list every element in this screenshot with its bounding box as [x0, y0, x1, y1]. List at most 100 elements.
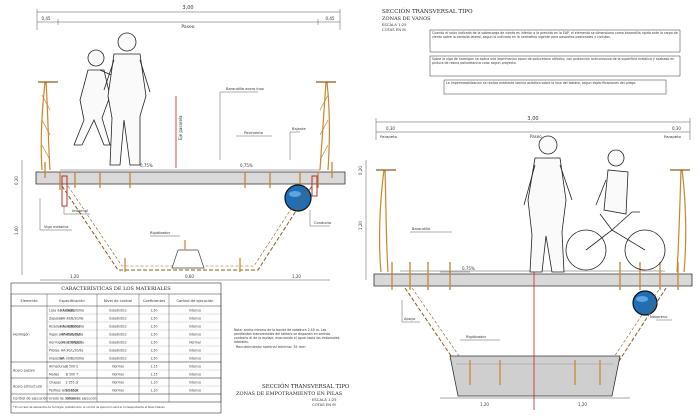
table-cell: S 355 J2	[65, 381, 78, 385]
rs-callout-top: Barandilla	[412, 227, 430, 231]
slope-left: 0,75%	[140, 163, 153, 168]
table-cell: Intenso	[189, 389, 201, 393]
height-main: 1,00	[14, 226, 19, 235]
dim-bottom-left: 1,20	[70, 274, 79, 279]
table-title: CARACTERÍSTICAS DE LOS MATERIALES	[61, 285, 171, 292]
table-cell: Estadístico	[109, 317, 126, 321]
table-cell: HP-45/B/15/IIa	[61, 333, 84, 337]
title-span-line2: ZONAS DE VANOS	[382, 16, 431, 22]
table-cell: Intenso	[189, 357, 201, 361]
table-cell: Chapas	[49, 381, 61, 385]
dim-right: 0,45	[326, 16, 335, 21]
drain-left	[61, 175, 68, 207]
table-cell: Estadístico	[109, 333, 126, 337]
table-group-label: Acero estructural	[13, 385, 42, 389]
callout-deck: Pavimento	[244, 131, 263, 135]
table-cell: Normal	[112, 373, 124, 377]
table-cell: Zapatas	[49, 317, 62, 321]
note-box-1	[429, 29, 681, 53]
support-title-block: SECCIÓN TRANSVERSAL TIPO ZONAS DE EMPOTR…	[236, 382, 350, 407]
table-group-label: Hormigón	[13, 333, 30, 337]
title-support-line2: ZONAS DE EMPOTRAMIENTO EN PILAS	[236, 391, 343, 397]
callout-drain: Imbornal	[72, 209, 88, 213]
table-cell: Estadístico	[109, 309, 126, 313]
table-group-label: Acero pasivo	[13, 369, 35, 373]
total-width-dim: 3,00	[182, 5, 193, 11]
table-cell: Pilotes	[49, 349, 60, 353]
table-cell: Intenso	[189, 309, 201, 313]
table-cell: Intenso	[189, 373, 201, 377]
rs-slope: 0,75%	[462, 266, 475, 271]
deck-anchors	[44, 162, 333, 190]
table-cell: Estadístico	[109, 341, 126, 345]
table-cell: 1,50	[150, 317, 157, 321]
table-cell: 1,50	[150, 309, 157, 313]
cover-note: Recubrimiento nominal mínimo: 35 mm	[236, 345, 306, 349]
table-cell: 1,15	[150, 373, 157, 377]
table-cell: 1,10	[150, 381, 157, 385]
table-cell: 1,50	[150, 341, 157, 345]
table-cell: Perfiles laminados	[49, 389, 78, 393]
rs-dim-right: 0,30	[672, 126, 681, 131]
table-cell: Normal	[112, 381, 124, 385]
rs-railing-right	[670, 169, 690, 273]
table-header-cell: Nivel de control	[104, 299, 132, 303]
table-cell: Intenso	[189, 381, 201, 385]
table-cell: Estadístico	[109, 325, 126, 329]
rs-deck-slab	[373, 273, 693, 287]
rs-dim-bottom-right: 1,20	[578, 402, 587, 407]
railing-right	[316, 81, 336, 171]
rs-anchors	[391, 262, 679, 290]
deck-slab	[35, 171, 346, 185]
rs-callout-base: Neopreno	[650, 315, 667, 319]
note-box-3	[443, 79, 667, 95]
rs-label-right: Parapeto	[664, 134, 682, 139]
dim-bottom-mid: 0,60	[185, 274, 194, 279]
title-support-line4: COTAS EN M	[312, 402, 336, 407]
table-cell: 1,50	[150, 357, 157, 361]
rs-height-left: 0,20	[358, 166, 363, 175]
table-header-cell: Elemento	[20, 299, 37, 303]
table-cell: Estadístico	[109, 357, 126, 361]
title-support-line3: ESCALA 1:25	[312, 397, 337, 402]
table-cell: Normal	[112, 389, 124, 393]
callout-railing: Barandilla acero inox	[226, 87, 265, 91]
title-span-line3: ESCALA 1:25	[382, 22, 407, 27]
table-cell: Normal	[112, 365, 124, 369]
support-cross-section: 3,00 0,30 0,30 Parapeto Paseo Parapeto 0…	[358, 116, 693, 410]
callout-pipe: Conducto	[314, 221, 331, 225]
rs-height-main: 1,20	[358, 221, 363, 230]
table-cell: Intenso	[189, 365, 201, 369]
table-cell: HL-150/B/20	[62, 341, 82, 345]
materials-table: CARACTERÍSTICAS DE LOS MATERIALES Elemen…	[10, 282, 222, 414]
rs-dim-bottom-left: 1,20	[480, 402, 489, 407]
table-cell: 1,15	[150, 365, 157, 369]
dim-bottom-right: 1,20	[292, 274, 301, 279]
note-text-1: Cuando el valor indicado de la sobrecarg…	[432, 31, 678, 39]
table-cell: S 275 JR	[65, 389, 79, 393]
table-cell: 1,50	[150, 325, 157, 329]
note-text-2: Sobre la viga de hormigon se aplica una …	[432, 57, 675, 65]
drain-right	[311, 175, 318, 197]
note-box-2	[429, 55, 681, 77]
span-cross-section: 3,00 0,45 0,45 Paseo 0,20 1,00 0,75% 0,7…	[14, 5, 346, 281]
pedestrian-figure	[523, 135, 573, 273]
table-cell: Intenso	[189, 333, 201, 337]
table-cell: Intenso	[189, 349, 201, 353]
railing-left	[38, 81, 58, 171]
table-footer: * En el caso de elementos de hormigón pr…	[13, 405, 166, 409]
table-cell: 1,50	[150, 333, 157, 337]
height-left: 0,20	[14, 176, 19, 185]
table-cell: Alzados de estribos	[49, 325, 80, 329]
rs-total-width: 3,00	[527, 116, 538, 122]
table-cell: Hormigón de limpieza	[49, 341, 84, 345]
table-cell: 1,50	[150, 349, 157, 353]
table-cell: HA-30/L/20/IIa	[61, 349, 84, 353]
rs-railing-left	[376, 169, 396, 273]
table-cell: Intenso	[66, 397, 78, 401]
table-cell: 1,10	[150, 389, 157, 393]
table-cell: Losa del tablero	[49, 309, 74, 313]
deck-label: Paseo	[181, 24, 194, 30]
span-title-block: SECCIÓN TRANSVERSAL TIPO ZONAS DE VANOS …	[382, 7, 473, 32]
